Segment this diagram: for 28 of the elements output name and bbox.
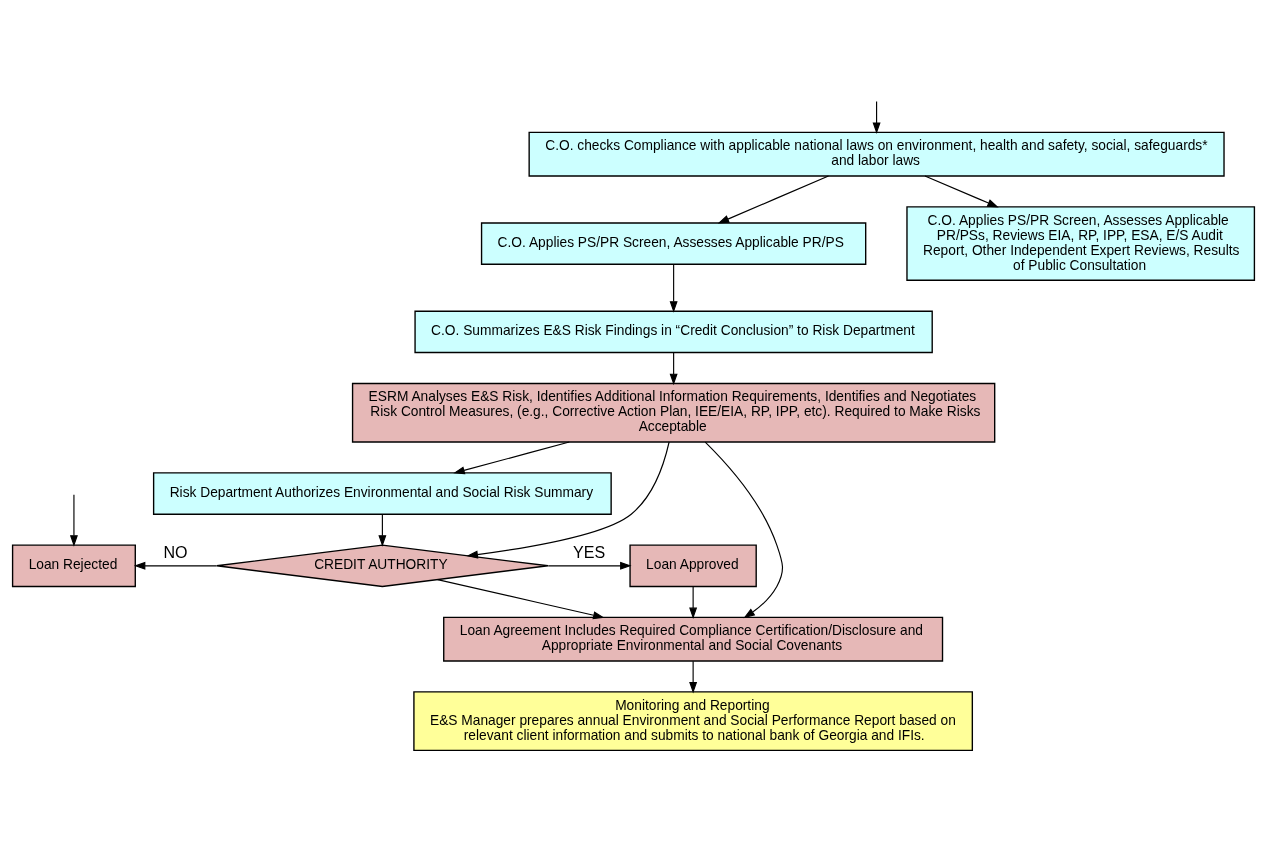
node-box: Loan Agreement Includes Required Compliance Certification/Disclosure and Appropriate Environmental and Social Covenants [443,616,944,662]
node-box: C.O. checks Compliance with applicable national laws on environment, health and safety, social, safeguards* and labor laws [528,131,1225,177]
arrow [704,441,784,618]
node-box: Monitoring and Reporting E&S Manager prepares annual Environment and Social Performance Report based on relevant client information and submits to national bank of Georgia and IFIs. [413,690,974,751]
arrow [437,578,605,619]
node-box: C.O. Summarizes E&S Risk Findings in “Credit Conclusion” to Risk Department [414,310,933,353]
arrow [689,585,698,619]
node-box: ESRM Analyses E&S Risk, Identifies Additional Information Requirements, Identifies and Negotiates Risk Control Measures, (e.g., Corrective Action Plan, IEE/EIA, RP, IPP, etc). Required to Make Risks Acceptable [351,382,996,443]
arrow [669,351,678,385]
arrow [689,660,698,693]
edge-label: NO [163,542,188,561]
node-box: Loan Approved [629,543,757,587]
edge-label: YES [572,542,606,561]
node-box: Risk Department Authorizes Environmental and Social Risk Summary [152,471,612,515]
node-diamond: CREDIT AUTHORITY [216,543,549,587]
arrow [669,263,678,313]
node-box: Loan Rejected [11,543,136,587]
arrow [872,100,881,134]
arrow [466,440,670,559]
arrow [924,174,999,207]
node-box: C.O. Applies PS/PR Screen, Assesses Applicable PR/PSs, Reviews EIA, RP, IPP, ESA, E/S Audit Report, Other Independent Expert Reviews, Results of Public Consultation [906,205,1256,281]
arrow [717,174,830,224]
arrow [378,513,387,547]
arrow [133,561,218,570]
arrow [547,561,632,570]
arrow [453,440,570,474]
arrow [69,493,78,547]
node-box: C.O. Applies PS/PR Screen, Assesses Applicable PR/PS [480,221,867,265]
